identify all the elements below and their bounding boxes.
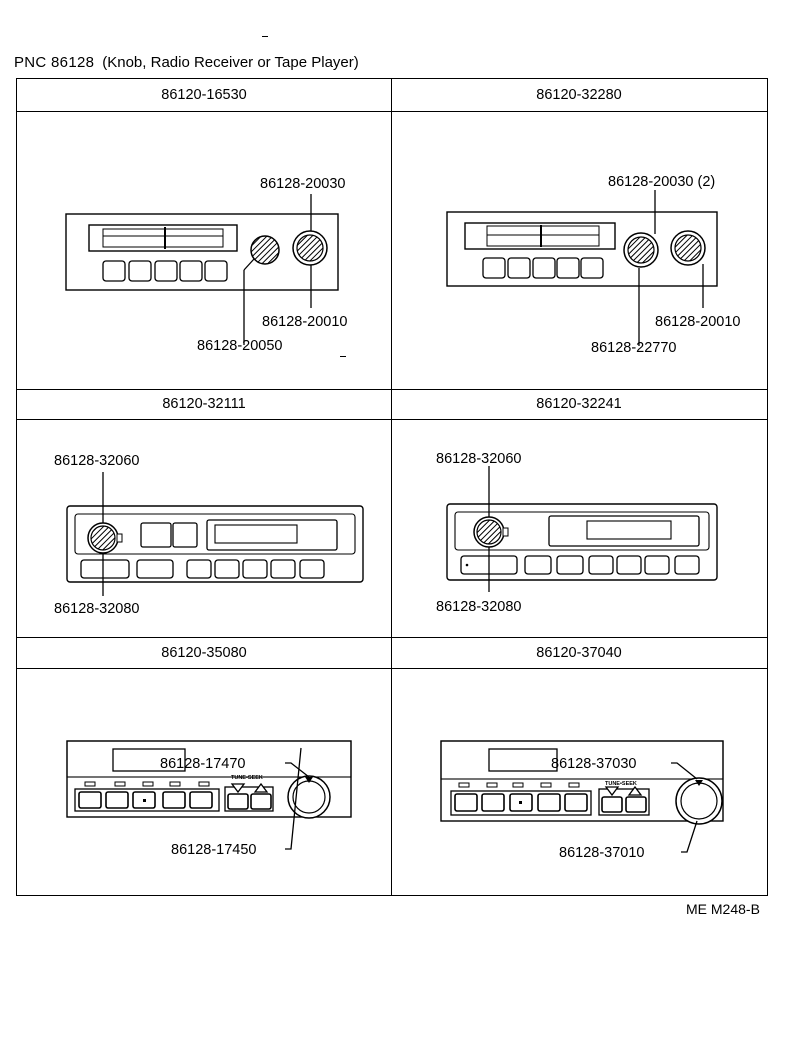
part-label: 86128-17470: [160, 756, 245, 772]
knob-inner: [680, 782, 718, 820]
preset-buttons: [74, 788, 220, 812]
preset-buttons: [450, 790, 592, 816]
knob-small: [250, 235, 280, 265]
tune-seek-buttons: [224, 782, 274, 812]
knob-inner: [476, 519, 502, 545]
display-window: [488, 748, 558, 772]
preset-buttons: [460, 555, 700, 575]
tape-slot: [102, 228, 224, 248]
panel-model-label: 86120-32241: [391, 389, 767, 420]
function-button: [172, 522, 198, 548]
knob-inner: [90, 525, 116, 551]
preset-buttons: [80, 559, 325, 579]
panel-86120-32280: 86120-32280 86128-20030 (2) 86128-20010: [391, 79, 767, 389]
row-divider: [17, 637, 767, 638]
radio-drawing: TUNE•SEEK 86128-37030 86128-37010: [440, 740, 724, 861]
knob-left-inner: [627, 236, 655, 264]
radio-drawing: 86128-20030 (2) 86128-20010 86128-22770: [446, 174, 740, 356]
row-divider: [17, 389, 767, 390]
panel-model-label: 86120-16530: [17, 79, 391, 112]
tune-seek-label: TUNE•SEEK: [231, 775, 263, 781]
knob-right-inner: [674, 234, 702, 262]
tune-seek-buttons: [598, 785, 650, 816]
panel-86120-16530: 86120-16530: [17, 79, 391, 389]
part-label: 86128-20010: [262, 314, 347, 330]
pnc-number: PNC 86128: [14, 54, 95, 71]
preset-buttons: [102, 260, 228, 282]
panel-86120-32241: 86120-32241 86128-32060 86128-32080: [391, 389, 767, 637]
part-label: 86128-17450: [171, 842, 256, 858]
panel-86120-32111: 86120-32111 86128-32060 86128: [17, 389, 391, 637]
tune-seek-label: TUNE•SEEK: [605, 781, 637, 787]
indicator-lights: [458, 782, 580, 788]
panel-model-label: 86120-35080: [17, 637, 391, 669]
tape-slot: [486, 225, 600, 247]
part-label: 86128-20030 (2): [608, 174, 715, 190]
column-divider: [391, 79, 392, 895]
pnc-description: (Knob, Radio Receiver or Tape Player): [102, 54, 359, 71]
part-label: 86128-20030: [260, 176, 345, 192]
page-title: PNC 86128 (Knob, Radio Receiver or Tape P…: [14, 54, 359, 71]
part-label: 86128-20010: [655, 314, 740, 330]
preset-buttons: [482, 257, 604, 279]
panel-model-label: 86120-32280: [391, 79, 767, 112]
panel-model-label: 86120-37040: [391, 637, 767, 669]
radio-drawing: TUNE•SEEK 86128-17470 86128-17450: [66, 740, 352, 858]
knob-large-inner: [296, 234, 324, 262]
scan-speck: [340, 356, 346, 357]
part-label: 86128-37010: [559, 845, 644, 861]
part-label: 86128-20050: [197, 338, 282, 354]
panel-86120-35080: 86120-35080 TUNE•SEEK: [17, 637, 391, 895]
part-label: 86128-32060: [436, 451, 521, 467]
indicator-lights: [84, 781, 210, 787]
function-button: [140, 522, 172, 548]
parts-grid: 86120-16530: [16, 78, 768, 896]
panel-model-label: 86120-32111: [17, 389, 391, 420]
part-label: 86128-22770: [591, 340, 676, 356]
radio-drawing: 86128-32060 86128-32080: [436, 451, 718, 615]
drawing-code: ME M248-B: [686, 901, 760, 917]
display-window: [112, 748, 186, 772]
part-label: 86128-32060: [54, 453, 139, 469]
scan-speck: [262, 36, 268, 37]
part-label: 86128-32080: [54, 601, 139, 617]
panel-86120-37040: 86120-37040 TUNE•SEEK: [391, 637, 767, 895]
part-label: 86128-37030: [551, 756, 636, 772]
radio-drawing: 86128-20030 86128-20010 86128-20050: [65, 176, 347, 354]
radio-drawing: 86128-32060 86128-32080: [54, 453, 364, 617]
part-label: 86128-32080: [436, 599, 521, 615]
